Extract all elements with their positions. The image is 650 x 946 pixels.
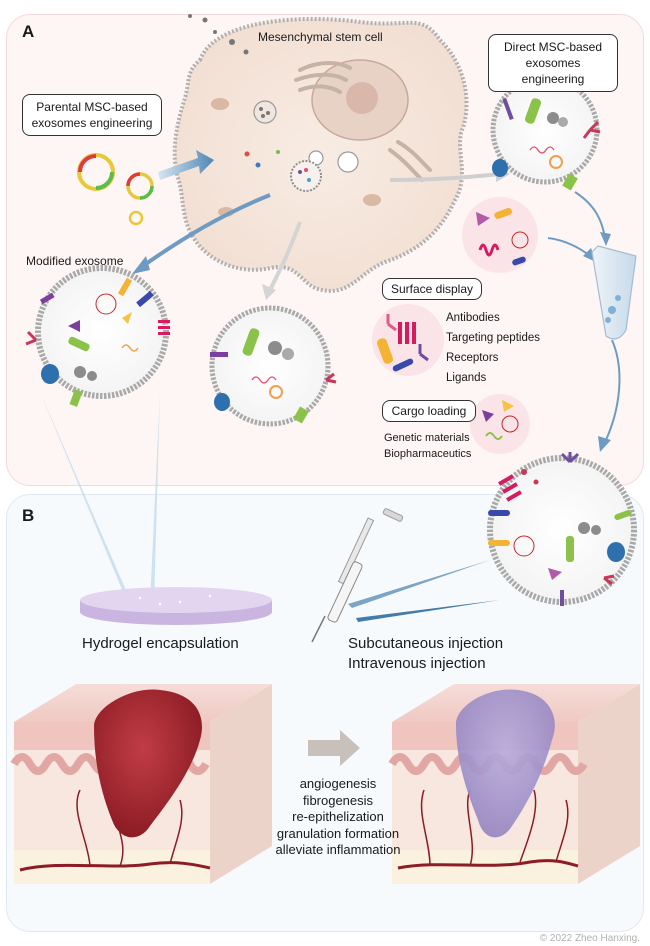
exosome-native [209,305,337,427]
cargo-group [462,197,538,273]
panel-b-label: B [22,506,35,525]
healed-skin-block [388,684,640,884]
cargo-item-biopharmaceutics: Biopharmaceutics [384,448,472,460]
exosome-engineered [487,452,637,606]
outcome-angiogenesis: angiogenesis [299,776,377,791]
cargo-loading-header: Cargo loading [382,400,476,422]
cell-label: Mesenchymal stem cell [258,30,383,44]
plasmid-icon [77,153,154,226]
outcome-inflammation: alleviate inflammation [275,842,401,857]
exosome-modified [25,265,170,407]
outcome-granulation: granulation formation [276,825,400,841]
surface-item-targeting-peptides: Targeting peptides [446,332,540,344]
syringe-icon [311,508,404,643]
arrow-to-direct [389,172,501,182]
hydrogel-dish [80,587,272,625]
surface-item-ligands: Ligands [446,372,487,384]
healing-arrow [308,730,360,766]
surface-item-receptors: Receptors [446,352,499,364]
injection-line-1: Subcutaneous injection [348,635,504,652]
test-tube-icon [591,245,637,340]
modified-exosome-label: Modified exosome [26,254,124,268]
wound-skin-block [10,684,272,884]
parental-engineering-box: Parental MSC-based exosomes engineering [22,94,162,136]
injection-line-2: Intravenous injection [348,655,486,672]
direct-engineering-box: Direct MSC-based exosomes engineering [488,34,618,92]
mesenchymal-stem-cell [172,14,469,293]
arrow-to-cell [158,150,214,180]
outcome-fibrogenesis: fibrogenesis [302,792,374,808]
outcome-re-epithelization: re-epithelization [292,809,384,824]
cargo-loading-icons [470,394,530,454]
surface-item-antibodies: Antibodies [446,312,500,324]
credit-text: © 2022 Zheo Hanxing. [539,933,640,944]
panel-a-label: A [22,22,35,41]
exosome-direct [490,75,601,191]
surface-display-icons [372,304,444,376]
surface-display-header: Surface display [382,278,482,300]
hydrogel-label: Hydrogel encapsulation [82,635,239,652]
cargo-item-genetic: Genetic materials [384,432,470,444]
arrow-to-modified [138,193,271,270]
healing-outcomes: angiogenesis fibrogenesis re-epithelizat… [270,776,406,859]
arrow-to-native [268,221,302,291]
